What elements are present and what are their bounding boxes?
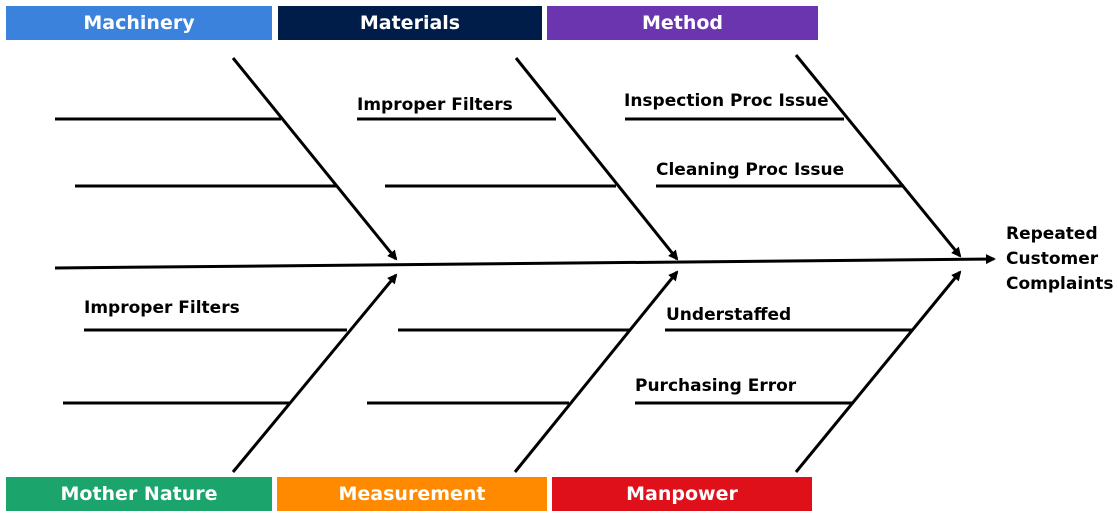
- bone-method: [794, 54, 962, 258]
- effect-line: Complaints: [1006, 274, 1114, 294]
- effect-line: Customer: [1006, 249, 1099, 269]
- cause-label-materials: Improper Filters: [357, 95, 513, 115]
- effect-label: Repeated Customer Complaints: [1006, 222, 1114, 297]
- cause-label-method: Cleaning Proc Issue: [656, 160, 845, 180]
- cause-label-manpower: Purchasing Error: [635, 376, 797, 396]
- category-materials: Materials: [278, 6, 542, 40]
- category-measurement: Measurement: [277, 477, 547, 511]
- category-machinery: Machinery: [6, 6, 272, 40]
- effect-line: Repeated: [1006, 224, 1098, 244]
- bone-manpower: [794, 270, 962, 473]
- cause-label-manpower: Understaffed: [666, 305, 792, 325]
- category-method: Method: [547, 6, 818, 40]
- cause-label-method: Inspection Proc Issue: [624, 91, 829, 111]
- category-mother-nature: Mother Nature: [6, 477, 272, 511]
- bone-machinery: [231, 57, 398, 261]
- bone-mother-nature: [231, 273, 398, 473]
- category-manpower: Manpower: [552, 477, 812, 511]
- bone-measurement: [513, 270, 679, 473]
- bone-materials: [514, 57, 679, 261]
- cause-label-mother-nature: Improper Filters: [84, 298, 240, 318]
- spine-line: [54, 254, 996, 270]
